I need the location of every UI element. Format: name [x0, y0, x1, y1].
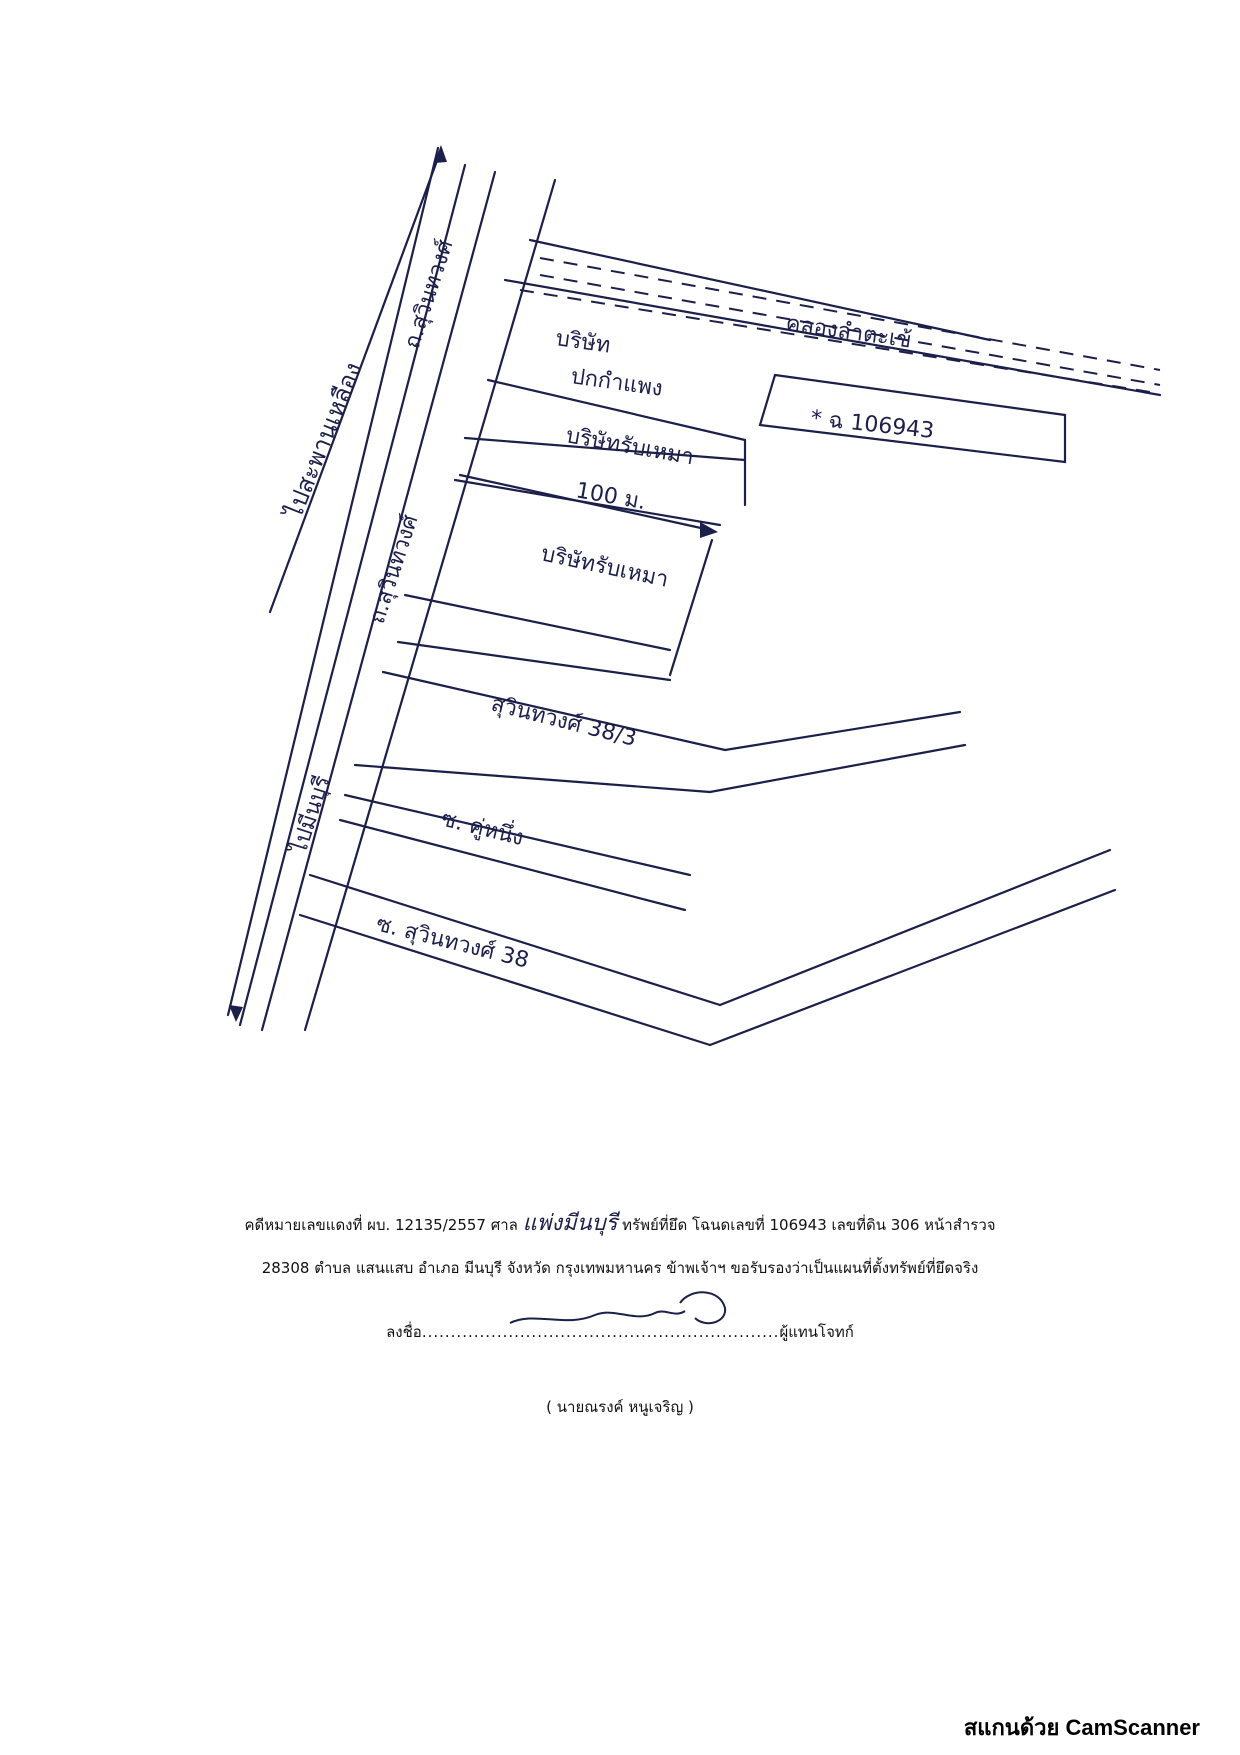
sign-prefix: ลงชื่อ [386, 1323, 422, 1341]
direction-arrow-line [268, 148, 443, 614]
handwritten-signature [509, 1291, 727, 1325]
soi-line [298, 913, 712, 1047]
soi-line [308, 873, 722, 1007]
road-edge-line [238, 163, 467, 1027]
soi-line [708, 743, 967, 794]
arrow-head-right-icon [700, 522, 718, 538]
lot-boundary-line [486, 378, 747, 442]
road-left-lower-label: ไปมีนบุรี [285, 772, 335, 859]
road-name-middle-label: ถ.สุวินทวงศ์ [365, 512, 424, 627]
road-edge-line [226, 146, 440, 1017]
lot-1-label-2: ปกกำแพง [569, 364, 664, 402]
certificate-line-1-suffix: ทรัพย์ที่ยึด โฉนดเลขที่ 106943 เลขที่ดิน… [622, 1216, 996, 1234]
certificate-line-1-prefix: คดีหมายเลขแดงที่ ผบ. 12135/2557 ศาล [244, 1216, 518, 1234]
arrow-head-down-icon [229, 1005, 243, 1022]
canal-line [539, 257, 1161, 371]
soi-line [343, 793, 692, 877]
soi-line [381, 670, 727, 752]
soi-1-label: สุวินทวงศ์ 38/3 [489, 692, 639, 752]
lot-boundary-line [463, 436, 747, 462]
soi-line [708, 888, 1117, 1047]
canal-bank-line [528, 238, 992, 342]
road-edge-line [303, 178, 557, 1032]
lot-boundary-line [403, 593, 672, 652]
lot-boundary-line [668, 538, 714, 677]
road-edge-line [260, 170, 497, 1032]
road-left-arrow-label: ไปสะพานเหลือง [279, 358, 368, 524]
distance-label: 100 ม. [574, 478, 648, 515]
canal-bank-line [503, 278, 1162, 397]
signature-line: ลงชื่อ..................................… [0, 1320, 1240, 1344]
canal-line [539, 274, 1161, 386]
camscanner-watermark: สแกนด้วย CamScanner [963, 1715, 1200, 1740]
lot-3-label: บริษัทรับเหมา [539, 541, 671, 592]
sign-suffix: ผู้แทนโจทก์ [779, 1323, 854, 1341]
soi-2-label: ซ. คู่หนึ่ง [439, 803, 527, 851]
lot-2-label: บริษัทรับเหมา [564, 423, 696, 470]
certificate-line-2: 28308 ตำบล แสนแสบ อำเภอ มีนบุรี จังหวัด … [261, 1259, 979, 1277]
court-handwritten: แพ่งมีนบุรี [522, 1211, 618, 1236]
lot-boundary-line [396, 640, 672, 682]
lot-1-label: บริษัท [554, 326, 612, 358]
arrow-head-up-icon [434, 145, 447, 163]
signer-name: ( นายณรงค์ หนูเจริญ ) [546, 1398, 694, 1416]
soi-line [353, 763, 712, 794]
soi-line [723, 710, 962, 752]
map-sketch: ไปสะพานเหลือง ถ.สุวินทวงศ์ ถ.สุวินทวงศ์ … [226, 145, 1162, 1047]
deed-box [758, 373, 1067, 464]
certificate-line-1: คดีหมายเลขแดงที่ ผบ. 12135/2557 ศาล แพ่ง… [0, 1205, 1240, 1240]
distance-arrow-line [458, 473, 712, 532]
sign-dots: ........................................… [421, 1323, 780, 1341]
soi-line [338, 818, 687, 912]
soi-line [718, 848, 1112, 1007]
canal-label: คลองลำตะเข้ [784, 311, 913, 353]
